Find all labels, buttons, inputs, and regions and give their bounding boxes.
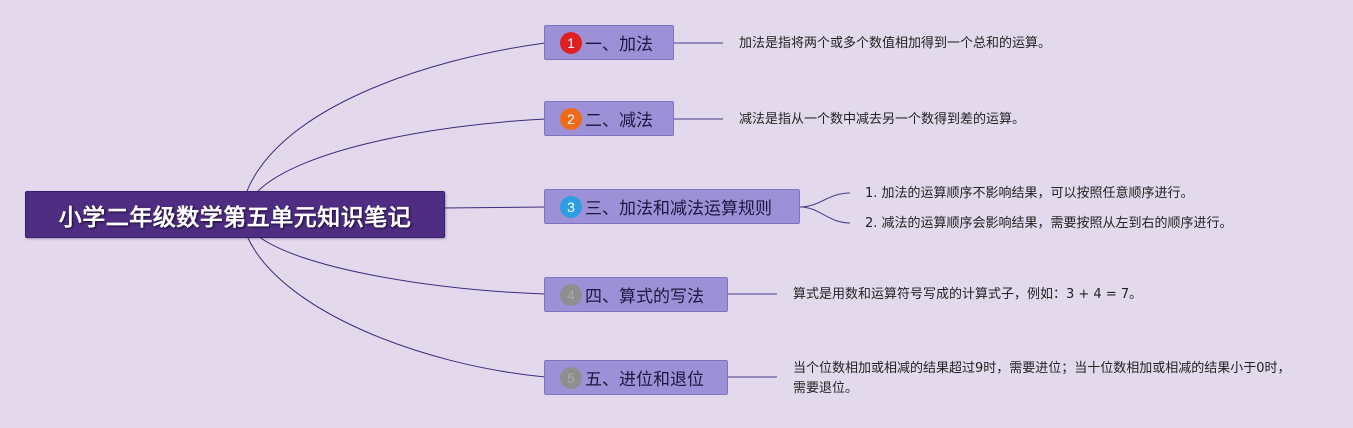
detail-line-topic-3-b	[799, 206, 851, 224]
connector-root-topic-3	[442, 206, 546, 209]
detail-text: 当个位数相加或相减的结果超过9时，需要进位；当十位数相加或相减的结果小于0时，需…	[793, 361, 1291, 396]
connector-root-topic-5	[246, 235, 546, 378]
topic-label: 三、加法和减法运算规则	[585, 199, 772, 219]
topic-node-addition[interactable]: 1 一、加法	[544, 25, 674, 60]
topic-label: 二、减法	[585, 111, 653, 131]
topic-label: 五、进位和退位	[585, 370, 704, 390]
topic-node-rules[interactable]: 3 三、加法和减法运算规则	[544, 189, 800, 224]
root-title: 小学二年级数学第五单元知识笔记	[58, 204, 412, 231]
detail-text: 1. 加法的运算顺序不影响结果，可以按照任意顺序进行。	[865, 186, 1194, 201]
connector-root-topic-1	[246, 42, 546, 192]
topic-node-subtraction[interactable]: 2 二、减法	[544, 101, 674, 136]
topic-node-expressions[interactable]: 4 四、算式的写法	[544, 277, 728, 312]
number-badge-icon: 5	[560, 366, 582, 389]
detail-line-topic-3-a	[799, 192, 851, 208]
connector-root-topic-2	[257, 118, 546, 192]
detail-text: 加法是指将两个或多个数值相加得到一个总和的运算。	[739, 36, 1052, 51]
number-badge-icon: 2	[560, 107, 582, 130]
detail-text: 2. 减法的运算顺序会影响结果，需要按照从左到右的顺序进行。	[865, 216, 1233, 231]
connector-root-topic-4	[257, 235, 546, 295]
number-badge-icon: 1	[560, 31, 582, 54]
detail-text: 减法是指从一个数中减去另一个数得到差的运算。	[739, 112, 1026, 127]
topic-label: 一、加法	[585, 35, 653, 55]
detail-text: 算式是用数和运算符号写成的计算式子，例如：3 + 4 = 7。	[793, 287, 1143, 302]
root-node[interactable]: 小学二年级数学第五单元知识笔记	[25, 191, 445, 238]
number-badge-icon: 4	[560, 283, 582, 306]
number-badge-icon: 3	[560, 195, 582, 218]
topic-label: 四、算式的写法	[585, 287, 704, 307]
topic-node-carry-borrow[interactable]: 5 五、进位和退位	[544, 360, 728, 395]
